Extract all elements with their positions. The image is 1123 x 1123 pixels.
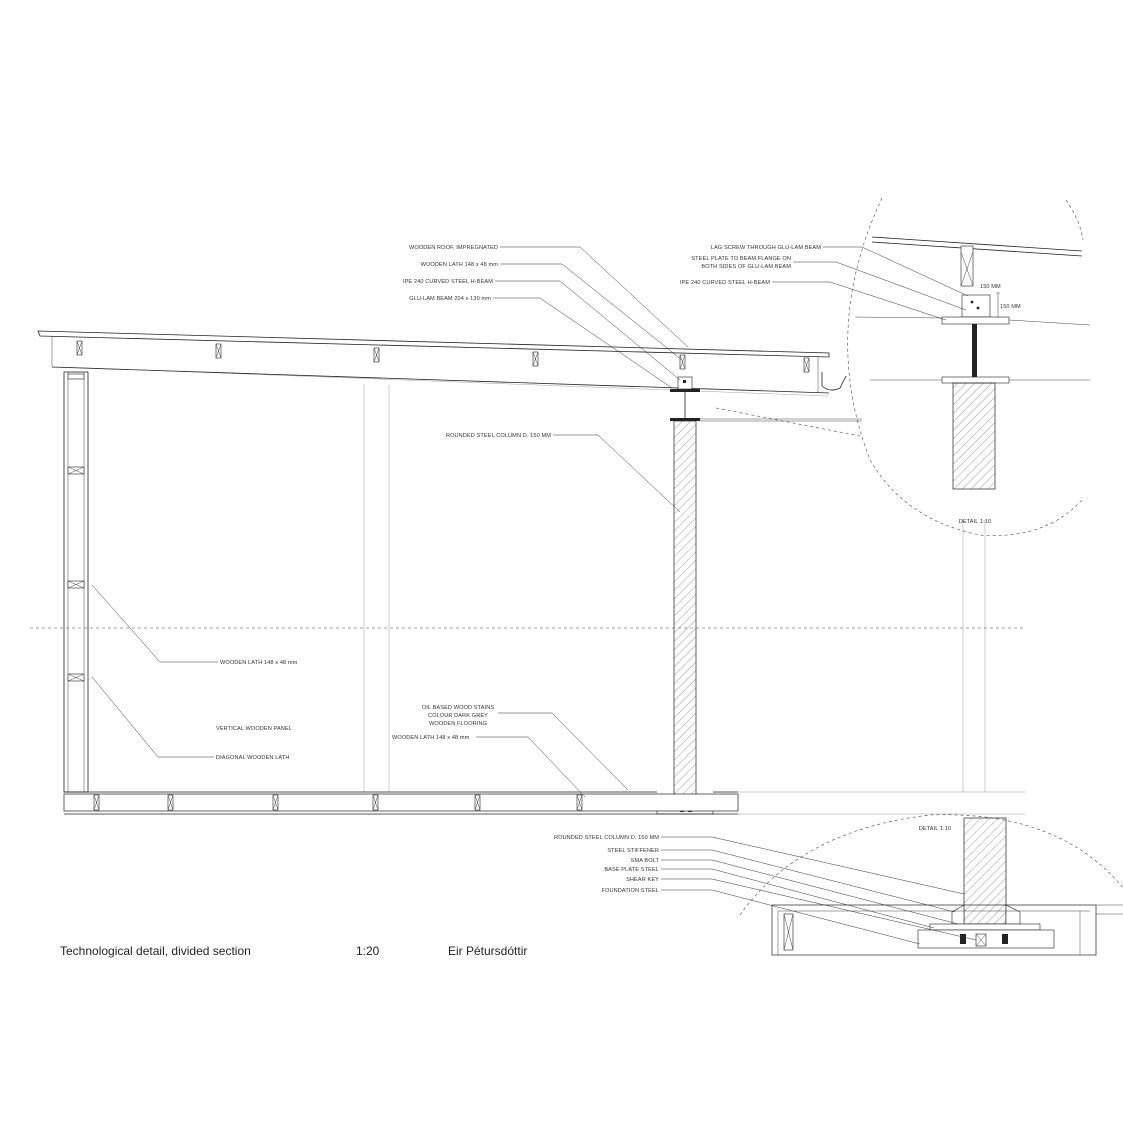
steel-column [673, 420, 697, 797]
left-wall [63, 371, 89, 793]
detail-label-base-plate: BASE PLATE STEEL [604, 867, 659, 873]
label-wooden-roof: WOODEN ROOF, IMPREGNATED [409, 245, 498, 251]
detail-label-bolt: SMA BOLT [631, 858, 660, 864]
detail-top-scale: DETAIL 1:10 [959, 519, 992, 525]
label-steel-column: ROUNDED STEEL COLUMN D. 150 MM [446, 433, 551, 439]
label-diagonal-lath: DIAGONAL WOODEN LATH [216, 755, 289, 761]
roof [37, 330, 847, 397]
detail-bottom-scale: DETAIL 1:10 [919, 826, 952, 832]
detail-label-foundation: FOUNDATION STEEL [602, 888, 659, 894]
label-wall-lath: WOODEN LATH 148 x 48 mm [220, 660, 298, 666]
label-ipe-beam: IPE 240 CURVED STEEL H-BEAM [403, 279, 493, 285]
detail-label-column: ROUNDED STEEL COLUMN D. 150 MM [554, 835, 659, 841]
floor-laths [93, 794, 583, 811]
floor [63, 791, 1025, 815]
detail-label-plate-1: STEEL PLATE TO BEAM FLANGE ON [691, 256, 791, 262]
detail-dim-150-a: 150 MM [980, 284, 1001, 290]
main-labels: WOODEN ROOF, IMPREGNATED WOODEN LATH 148… [91, 245, 689, 798]
label-roof-lath: WOODEN LATH 148 x 48 mm [421, 262, 499, 268]
footer: Technological detail, divided section 1:… [60, 944, 527, 958]
drawing-scale: 1:20 [356, 944, 380, 958]
label-wood-stains: OIL BASED WOOD STAINS [422, 705, 495, 711]
main-section [30, 330, 1025, 815]
label-stain-colour: COLOUR DARK GREY [428, 713, 488, 719]
detail-label-plate-2: BOTH SIDES OF GLU-LAM BEAM [701, 264, 791, 270]
label-floor-lath: WOODEN LATH 148 x 48 mm [392, 735, 470, 741]
detail-label-stiffener: STEEL STIFFENER [607, 848, 659, 854]
label-vertical-panel: VERTICAL WOODEN PANEL [216, 726, 292, 732]
label-wooden-flooring: WOODEN FLOORING [429, 721, 487, 727]
roof-laths [76, 340, 810, 373]
detail-label-ipe: IPE 240 CURVED STEEL H-BEAM [680, 280, 770, 286]
detail-label-lag-screw: LAG SCREW THROUGH GLU-LAM BEAM [711, 245, 821, 251]
drawing-title: Technological detail, divided section [60, 944, 251, 958]
gutter [821, 372, 847, 391]
detail-label-shear-key: SHEAR KEY [626, 877, 659, 883]
detail-dim-150-b: 150 MM [1000, 304, 1021, 310]
detail-bottom: DETAIL 1:10 ROUNDED STEEL COLUMN D. 150 … [554, 814, 1123, 956]
drawing-author: Eir Pétursdóttir [448, 944, 527, 958]
beam-connection [670, 376, 862, 422]
label-glulam-beam: GLU-LAM BEAM 204 x 130 mm [409, 296, 491, 302]
detail-top: LAG SCREW THROUGH GLU-LAM BEAM STEEL PLA… [680, 197, 1091, 536]
